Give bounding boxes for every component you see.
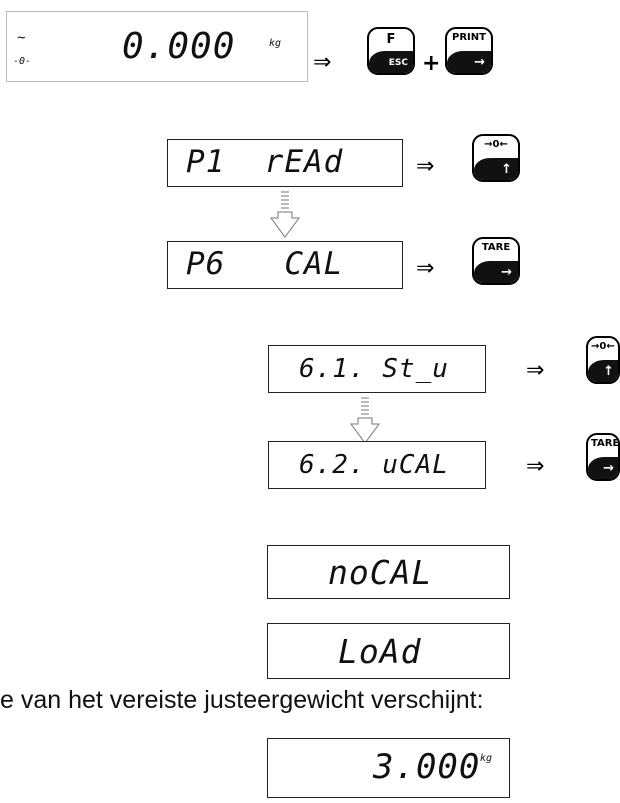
key-fill: [588, 457, 618, 479]
load-text: LoAd: [338, 632, 422, 671]
instruction-caption: e van het vereiste justeergewicht versch…: [0, 686, 484, 714]
tare-key[interactable]: TARE →: [472, 237, 520, 285]
submenu-6-2-text: 6.2. uCAL: [299, 450, 449, 480]
initial-display: ~ -0- 0.000 kg: [6, 11, 308, 82]
message-display-nocal: noCAL: [267, 545, 510, 599]
nocal-text: noCAL: [328, 553, 433, 592]
weight-display: 3.000 kg: [267, 738, 510, 798]
tare-key-label: TARE: [591, 438, 620, 449]
print-key-label: PRINT: [452, 32, 486, 43]
message-display-load: LoAd: [267, 623, 510, 679]
implies-arrow: ⇒: [526, 358, 545, 383]
plus-sign: +: [422, 51, 441, 76]
key-fill: [474, 261, 518, 283]
submenu-display-6-2: 6.2. uCAL: [268, 441, 486, 489]
implies-arrow: ⇒: [313, 50, 332, 75]
weight-readout: 0.000: [122, 26, 236, 67]
submenu-display-6-1: 6.1. St_u: [268, 345, 486, 393]
zero-key-arrow: ↑: [501, 162, 512, 177]
tare-key-arrow: →: [603, 461, 614, 476]
f-key-label: F: [386, 32, 396, 47]
print-key[interactable]: PRINT →: [445, 27, 493, 75]
unit-label: kg: [269, 38, 282, 49]
weight-unit: kg: [480, 753, 493, 764]
tare-key[interactable]: TARE →: [586, 433, 620, 481]
key-fill: [474, 158, 518, 180]
key-fill: [588, 360, 618, 382]
menu-p1-text: P1 rEAd: [186, 144, 344, 180]
zero-indicator: -0-: [13, 56, 32, 67]
print-key-arrow: →: [474, 55, 485, 70]
submenu-6-1-text: 6.1. St_u: [299, 354, 449, 384]
stability-indicator: ~: [17, 30, 27, 46]
implies-arrow: ⇒: [416, 154, 435, 179]
menu-p6-text: P6 CAL: [186, 246, 344, 282]
menu-display-p6: P6 CAL: [167, 241, 403, 289]
zero-key-arrow: ↑: [603, 364, 614, 379]
menu-display-p1: P1 rEAd: [167, 139, 403, 187]
esc-key-label: ESC: [388, 58, 408, 68]
zero-key[interactable]: →0← ↑: [586, 336, 620, 384]
zero-key[interactable]: →0← ↑: [472, 134, 520, 182]
key-fill: [447, 51, 491, 73]
weight-value: 3.000: [373, 747, 481, 787]
tare-key-arrow: →: [501, 265, 512, 280]
implies-arrow: ⇒: [526, 454, 545, 479]
flow-arrow-down: [270, 191, 300, 238]
f-esc-key[interactable]: F ESC: [367, 27, 415, 75]
tare-key-label: TARE: [481, 242, 511, 253]
zero-key-label: →0←: [591, 341, 615, 352]
key-fill: [369, 51, 413, 73]
zero-key-label: →0←: [484, 139, 508, 150]
flow-arrow-down: [350, 397, 380, 444]
implies-arrow: ⇒: [416, 256, 435, 281]
